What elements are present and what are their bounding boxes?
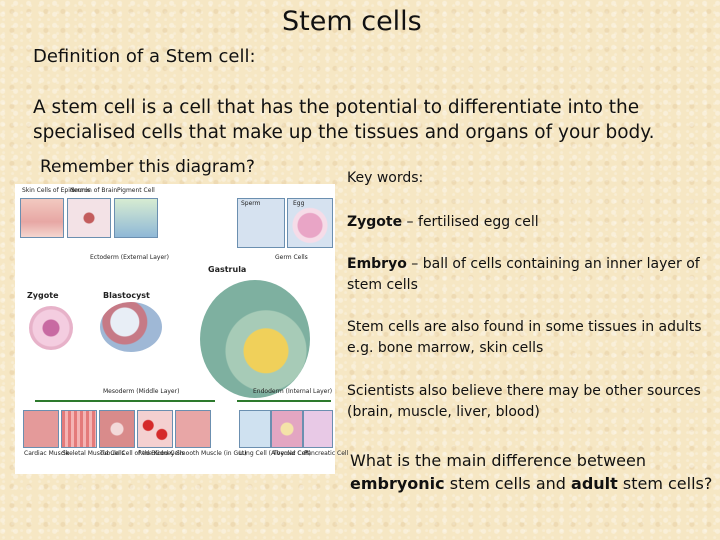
key-words-heading: Key words:: [347, 170, 424, 186]
embryo-definition: Embryo – ball of cells containing an inn…: [347, 254, 707, 296]
diagram-label-mesoderm: Mesoderm (Middle Layer): [103, 388, 180, 395]
red-blood-cells-image: [137, 410, 173, 448]
diagram-label-blastocyst: Blastocyst: [103, 291, 150, 300]
pigment-cell-image: [114, 198, 158, 238]
diagram-label-cardiac: Cardiac Muscle: [24, 450, 70, 457]
lung-cell-image: [239, 410, 271, 448]
diagram-label-pigment: Pigment Cell: [117, 187, 155, 194]
embryo-text: – ball of cells containing an inner laye…: [347, 256, 700, 293]
zygote-text: – fertilised egg cell: [402, 214, 539, 230]
skeletal-muscle-image: [61, 410, 97, 448]
diagram-label-pancreatic: Pancreatic Cell: [304, 450, 349, 457]
blastocyst-image: [100, 302, 162, 352]
diagram-label-skin: Skin Cells of Epidermis: [22, 187, 91, 194]
pancreatic-cell-image: [303, 410, 333, 448]
diagram-label-egg: Egg: [293, 200, 305, 207]
diagram-label-zygote: Zygote: [27, 291, 59, 300]
cardiac-muscle-image: [23, 410, 59, 448]
diagram-label-smooth: Smooth Muscle (in Gut): [176, 450, 247, 457]
question-emph-adult: adult: [571, 474, 618, 493]
diagram-label-germ-cells: Germ Cells: [275, 254, 308, 261]
skin-cell-image: [20, 198, 64, 238]
stem-cell-diagram: Skin Cells of Epidermis Neuron of Brain …: [15, 184, 348, 474]
definition-heading: Definition of a Stem cell:: [33, 46, 256, 67]
diagram-label-endoderm: Endoderm (Internal Layer): [253, 388, 333, 395]
endoderm-arrow-bar: [237, 400, 331, 402]
question-part2: stem cells and: [444, 474, 572, 493]
discussion-question: What is the main difference between embr…: [350, 449, 715, 495]
gastrula-image: [200, 280, 310, 398]
zygote-image: [29, 306, 73, 350]
diagram-label-gastrula: Gastrula: [208, 265, 247, 274]
diagram-label-ectoderm: Ectoderm (External Layer): [90, 254, 169, 261]
kidney-tubule-image: [99, 410, 135, 448]
remember-prompt: Remember this diagram?: [40, 157, 255, 177]
question-part1: What is the main difference between: [350, 451, 646, 470]
diagram-label-thyroid: Thyroid Cell: [273, 450, 309, 457]
question-emph-embryonic: embryonic: [350, 474, 445, 493]
egg-image: [287, 198, 333, 248]
diagram-label-tubule: Tubule Cell of the Kidney: [100, 450, 175, 457]
sperm-image: [237, 198, 285, 248]
diagram-label-neuron: Neuron of Brain: [70, 187, 118, 194]
diagram-label-lung: Lung Cell (Alveolar Cell): [239, 450, 311, 457]
diagram-label-sperm: Sperm: [241, 200, 261, 207]
scientists-note: Scientists also believe there may be oth…: [347, 383, 701, 420]
definition-text: A stem cell is a cell that has the poten…: [33, 97, 655, 143]
page-title: Stem cells: [282, 6, 422, 37]
neuron-image: [67, 198, 111, 238]
question-part3: stem cells?: [617, 474, 713, 493]
thyroid-cell-image: [271, 410, 303, 448]
diagram-label-red-blood: Red Blood Cells: [138, 450, 185, 457]
mesoderm-arrow-bar: [35, 400, 215, 402]
embryo-term: Embryo: [347, 256, 407, 272]
diagram-label-skeletal: Skeletal Muscle Cells: [62, 450, 125, 457]
smooth-muscle-image: [175, 410, 211, 448]
zygote-definition: Zygote – fertilised egg cell: [347, 212, 707, 233]
zygote-term: Zygote: [347, 214, 403, 230]
adult-stem-cells-note: Stem cells are also found in some tissue…: [347, 319, 702, 356]
